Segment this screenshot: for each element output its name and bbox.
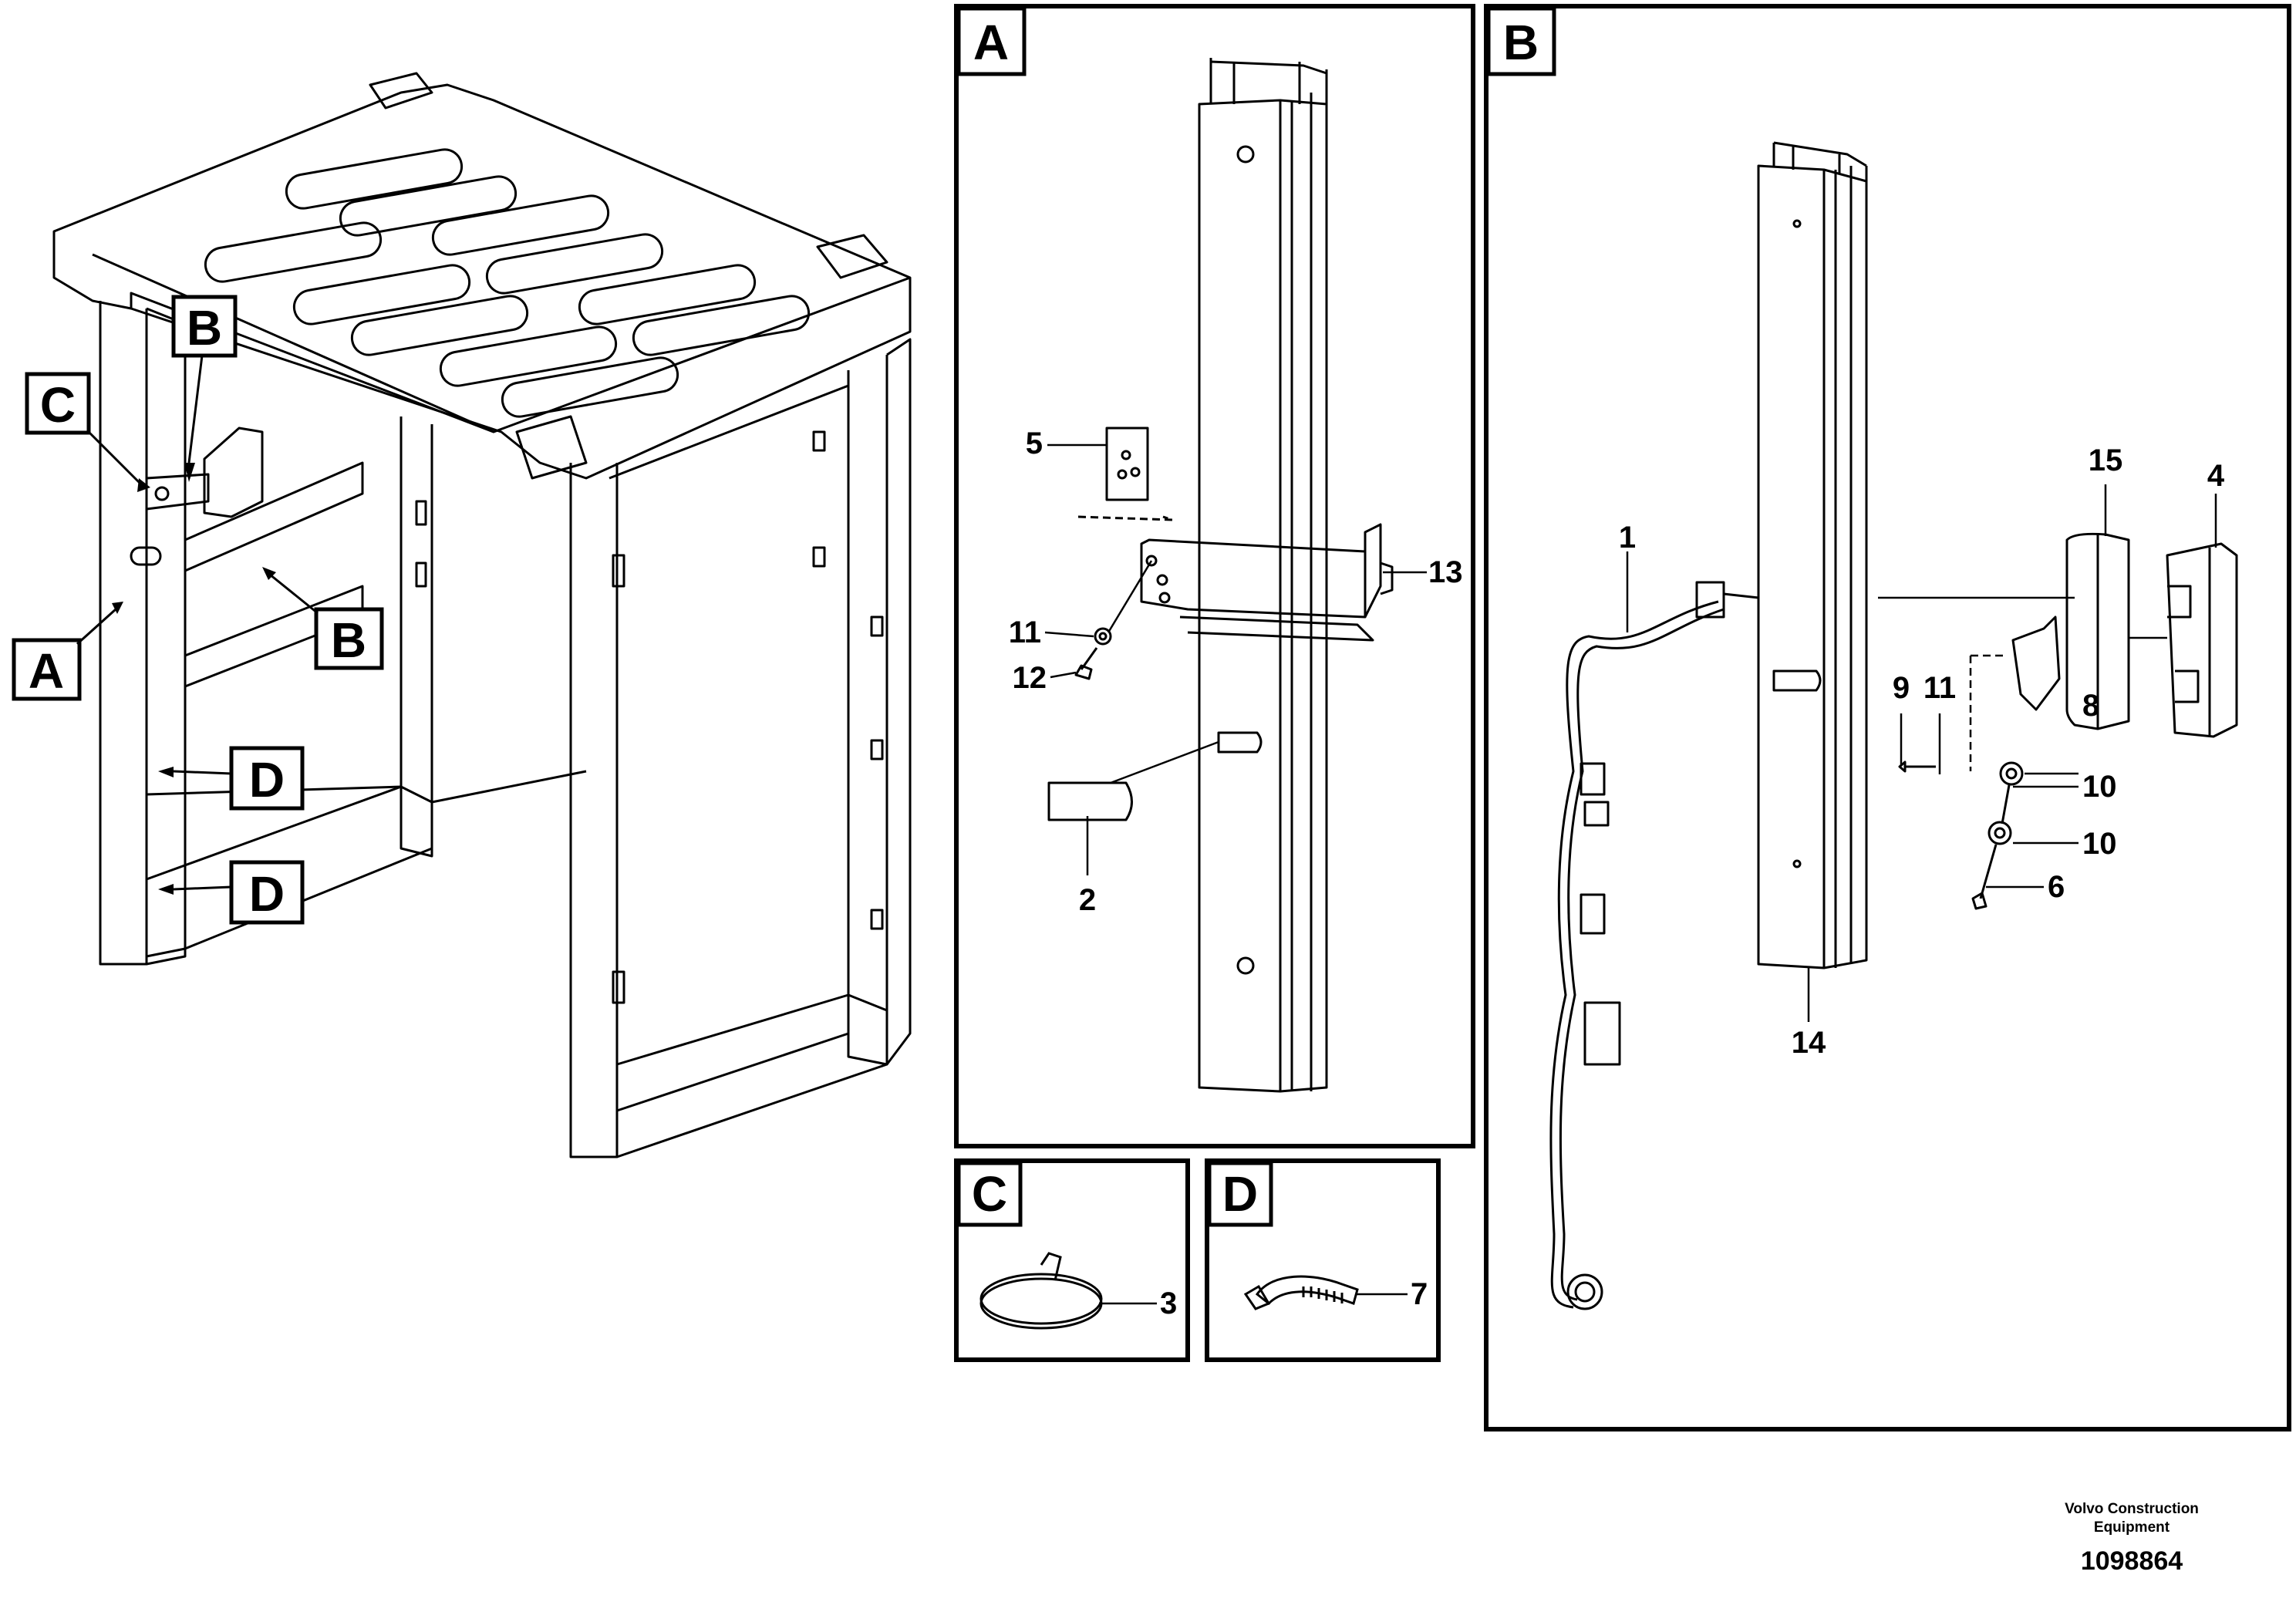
overview-tag-B1-letter: B <box>187 300 222 356</box>
callout-B-1: 1 <box>1619 521 1636 555</box>
detail-panel-C: C <box>954 1158 1190 1362</box>
overview-tag-A-letter: A <box>29 643 64 699</box>
callout-D-7: 7 <box>1411 1277 1428 1311</box>
callout-B-10b: 10 <box>2082 827 2117 861</box>
callout-B-9: 9 <box>1893 671 1910 705</box>
detail-panel-D: D <box>1205 1158 1441 1362</box>
detail-D-letter: D <box>1222 1166 1258 1222</box>
detail-panel-A: A <box>954 4 1475 1148</box>
overview-tag-D2: D <box>158 860 305 925</box>
callout-A-11: 11 <box>1009 615 1041 649</box>
footer-company-line2: Equipment <box>2093 1519 2170 1536</box>
cab-frame-overview <box>52 72 912 1158</box>
overview-tag-C: C <box>25 372 150 492</box>
callout-A-5: 5 <box>1026 427 1043 460</box>
overview-tag-D1-letter: D <box>249 752 285 808</box>
callout-B-10a: 10 <box>2082 770 2117 804</box>
overview-tag-B1: B <box>171 295 238 482</box>
detail-B-drawing <box>1549 141 2238 1310</box>
overview-tag-B2-letter: B <box>331 612 366 668</box>
callout-C-3: 3 <box>1160 1286 1177 1320</box>
callout-B-6: 6 <box>2048 870 2065 904</box>
callout-B-4: 4 <box>2207 459 2225 493</box>
callout-B-11: 11 <box>1923 671 1956 705</box>
detail-A-leaders <box>1044 443 1427 875</box>
detail-A-drawing <box>1047 58 1394 1093</box>
footer-drawing-number: 1098864 <box>2080 1546 2183 1576</box>
detail-B-letter: B <box>1503 15 1539 70</box>
callout-A-13: 13 <box>1428 555 1463 589</box>
callout-B-14: 14 <box>1792 1026 1826 1060</box>
detail-C-drawing <box>979 1252 1157 1330</box>
detail-panel-B: B <box>1484 4 2291 1431</box>
callout-A-2: 2 <box>1079 883 1096 917</box>
detail-D-drawing <box>1243 1275 1408 1310</box>
overview-tag-D1: D <box>158 746 305 811</box>
overview-tag-A: A <box>12 602 123 701</box>
detail-A-letter: A <box>973 15 1009 70</box>
overview-tag-D2-letter: D <box>249 866 285 922</box>
overview-tag-B2: B <box>262 567 384 670</box>
callout-A-12: 12 <box>1013 661 1047 695</box>
footer-credit: Volvo Construction Equipment 1098864 <box>2047 1500 2217 1576</box>
callout-B-15: 15 <box>2089 443 2123 477</box>
detail-B-leaders <box>1626 484 2217 1022</box>
footer-company-line1: Volvo Construction <box>2065 1501 2199 1517</box>
callout-B-8: 8 <box>2082 689 2099 723</box>
detail-C-letter: C <box>972 1166 1007 1222</box>
overview-tag-C-letter: C <box>40 377 76 433</box>
